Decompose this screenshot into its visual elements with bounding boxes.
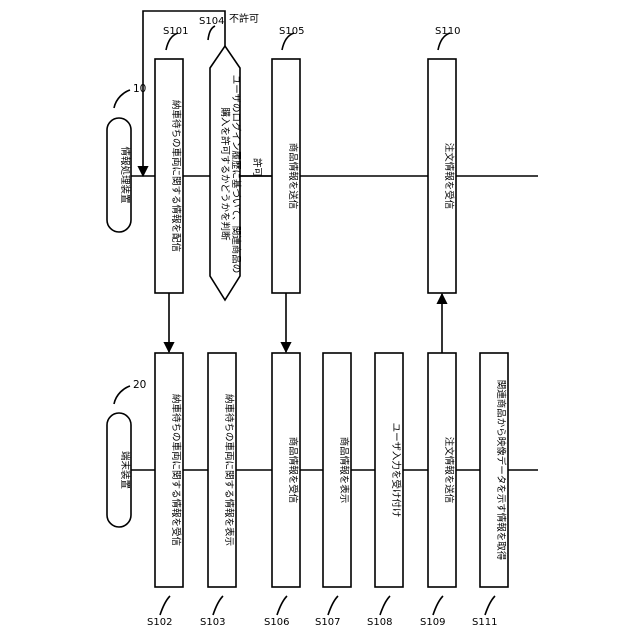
step-s108-text: ユーザ入力を受け付け xyxy=(390,423,402,518)
step-s105: 商品情報を送信 S105 xyxy=(272,26,304,293)
info-processor-device: 情報処理装置 10 xyxy=(107,83,146,232)
step-s104-line1: ユーザのログイン履歴に基づいて、関連商品の xyxy=(230,75,242,274)
step-s111: 関連商品から映像データを示す情報を取得 S111 xyxy=(472,353,508,628)
step-s104: ユーザのログイン履歴に基づいて、関連商品の 購入を許可するかどうかを判断 S10… xyxy=(199,12,263,300)
step-s103: 納車待ちの車両に関する情報を表示 S103 xyxy=(200,353,236,628)
info-processor-ref-leader xyxy=(114,90,130,108)
step-s104-deny-label: 不許可 xyxy=(229,12,259,25)
step-s110-text: 注文情報を受信 xyxy=(443,143,455,210)
terminal-label: 端末装置 xyxy=(119,451,131,489)
info-processor-label: 情報処理装置 xyxy=(119,146,131,203)
step-s106-text: 商品情報を受信 xyxy=(287,437,299,504)
step-s103-text: 納車待ちの車両に関する情報を表示 xyxy=(223,394,235,546)
step-s111-text: 関連商品から映像データを示す情報を取得 xyxy=(495,380,507,561)
info-processor-ref: 10 xyxy=(133,83,146,95)
step-s101: 納車待ちの車両に関する情報を配信 S101 xyxy=(155,26,188,293)
step-s107: 商品情報を表示 S107 xyxy=(315,353,351,628)
step-s104-id: S104 xyxy=(199,16,224,27)
step-s104-allow-label: 許可 xyxy=(251,158,263,177)
terminal-ref-leader xyxy=(114,386,130,404)
step-s105-text: 商品情報を送信 xyxy=(287,143,299,210)
terminal-device: 端末装置 20 xyxy=(107,379,146,527)
step-s108-id: S108 xyxy=(367,617,392,628)
step-s109-text: 注文情報を送信 xyxy=(443,437,455,504)
step-s109-id: S109 xyxy=(420,617,445,628)
step-s102-id: S102 xyxy=(147,617,172,628)
step-s108: ユーザ入力を受け付け S108 xyxy=(367,353,403,628)
step-s107-text: 商品情報を表示 xyxy=(338,437,350,504)
step-s102-text: 納車待ちの車両に関する情報を受信 xyxy=(170,394,182,546)
terminal-ref: 20 xyxy=(133,379,146,391)
step-s102: 納車待ちの車両に関する情報を受信 S102 xyxy=(147,353,183,628)
step-s104-line2: 購入を許可するかどうかを判断 xyxy=(219,107,231,241)
step-s107-id: S107 xyxy=(315,617,340,628)
step-s105-id: S105 xyxy=(279,26,304,37)
step-s101-id: S101 xyxy=(163,26,188,37)
step-s106: 商品情報を受信 S106 xyxy=(264,353,300,628)
step-s110-id: S110 xyxy=(435,26,460,37)
step-s109: 注文情報を送信 S109 xyxy=(420,353,456,628)
step-s111-id: S111 xyxy=(472,617,497,628)
step-s110: 注文情報を受信 S110 xyxy=(428,26,460,293)
step-s103-id: S103 xyxy=(200,617,225,628)
step-s106-id: S106 xyxy=(264,617,289,628)
step-s101-text: 納車待ちの車両に関する情報を配信 xyxy=(170,100,182,252)
